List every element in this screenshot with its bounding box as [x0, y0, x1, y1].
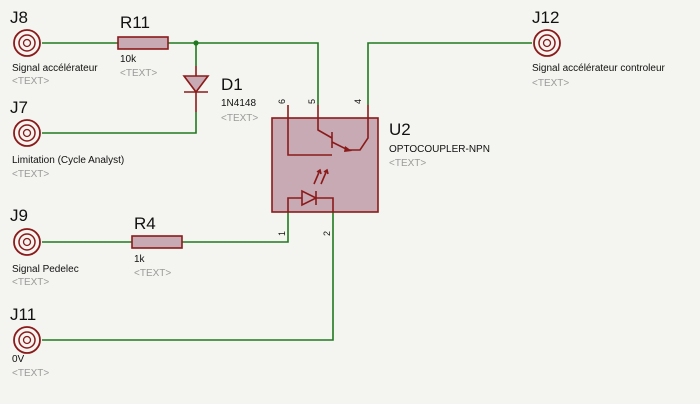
j8-ref: J8: [10, 8, 28, 27]
u2-text-placeholder: <TEXT>: [389, 158, 426, 169]
j12-label: Signal accélérateur controleur: [532, 63, 666, 74]
connector-j12[interactable]: J12 Signal accélérateur controleur <TEXT…: [532, 8, 666, 89]
j7-ref: J7: [10, 98, 28, 117]
d1-value: 1N4148: [221, 98, 256, 109]
wire-j11-u2pin2[interactable]: [42, 212, 334, 341]
junction-dot: [193, 40, 199, 46]
connector-j7[interactable]: J7 Limitation (Cycle Analyst) <TEXT>: [10, 98, 124, 180]
diode-d1[interactable]: D1 1N4148 <TEXT>: [182, 66, 258, 124]
r11-text-placeholder: <TEXT>: [120, 68, 157, 79]
light-arrow-1: [313, 169, 321, 185]
d1-text-placeholder: <TEXT>: [221, 113, 258, 124]
wire-d1-j7[interactable]: [42, 112, 197, 134]
u2-ref: U2: [389, 120, 411, 139]
wire-r4-u2pin1[interactable]: [182, 212, 289, 243]
j7-text-placeholder: <TEXT>: [12, 169, 49, 180]
j9-label: Signal Pedelec: [12, 264, 79, 275]
connector-j8[interactable]: J8 Signal accélérateur <TEXT>: [10, 8, 98, 87]
resistor-r11[interactable]: R11 10k <TEXT>: [117, 13, 169, 79]
optocoupler-u2[interactable]: 6 5 4 1 2 U2 OPTOCOUPLER-NPN <TEXT>: [271, 99, 490, 236]
u2-pin-6: 6: [277, 99, 287, 104]
wire-r11-u2pin5[interactable]: [168, 42, 319, 105]
j7-label: Limitation (Cycle Analyst): [12, 155, 124, 166]
wire-j12-u2pin4[interactable]: [367, 42, 532, 105]
j8-label: Signal accélérateur: [12, 63, 98, 74]
j12-ref: J12: [532, 8, 559, 27]
j11-text-placeholder: <TEXT>: [12, 368, 49, 379]
j11-ref: J11: [10, 305, 36, 324]
r4-text-placeholder: <TEXT>: [134, 268, 171, 279]
j9-text-placeholder: <TEXT>: [12, 277, 49, 288]
d1-ref: D1: [221, 75, 243, 94]
connector-j9[interactable]: J9 Signal Pedelec <TEXT>: [10, 206, 79, 288]
u2-pin-4: 4: [353, 99, 363, 104]
wires: [42, 40, 532, 341]
light-arrow-2: [320, 169, 328, 185]
u2-value: OPTOCOUPLER-NPN: [389, 144, 490, 155]
r4-value: 1k: [134, 254, 146, 265]
resistor-r4[interactable]: R4 1k <TEXT>: [131, 214, 183, 279]
connector-j11[interactable]: J11 0V <TEXT>: [10, 305, 49, 379]
j9-ref: J9: [10, 206, 28, 225]
j12-text-placeholder: <TEXT>: [532, 78, 569, 89]
r11-ref: R11: [120, 13, 150, 32]
j8-text-placeholder: <TEXT>: [12, 76, 49, 87]
r11-value: 10k: [120, 54, 137, 65]
u2-pin-5: 5: [307, 99, 317, 104]
u2-pin-1: 1: [277, 231, 287, 236]
u2-pin-2: 2: [322, 231, 332, 236]
r4-ref: R4: [134, 214, 156, 233]
j11-label: 0V: [12, 354, 25, 365]
